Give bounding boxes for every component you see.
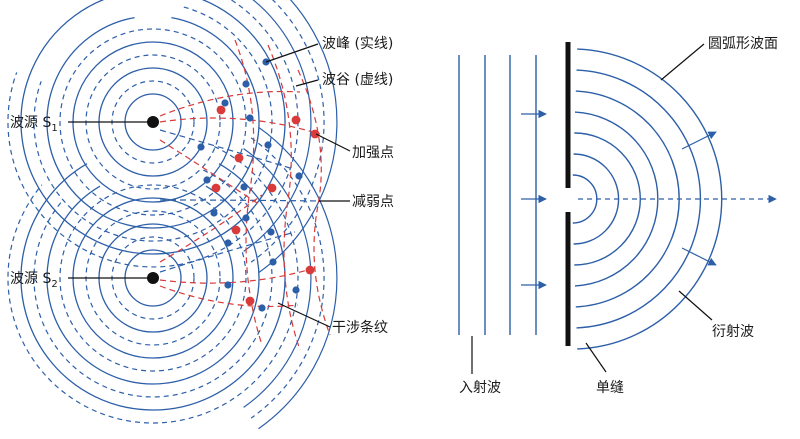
- diffracted-arc-4: [574, 111, 659, 287]
- trough-label: 波谷 (虚线): [322, 72, 393, 88]
- incident-arrows: [521, 109, 547, 290]
- destructive-point-15: [258, 304, 266, 312]
- fringe-curve-1: [159, 90, 301, 117]
- s2-trough-ring-5: [7, 146, 299, 424]
- destructive-point-7: [240, 183, 248, 191]
- fringe-curve-7: [159, 231, 296, 273]
- fringe-curve-6: [159, 194, 263, 263]
- destructive-point-16: [197, 143, 205, 151]
- source-s2-dot: [147, 272, 159, 284]
- incident-wavefronts: [458, 55, 537, 335]
- constructive-point-8: [216, 105, 226, 115]
- destructive-point-4: [246, 114, 254, 122]
- leader-constructive: [315, 133, 351, 152]
- s2-trough-ring-3: [59, 184, 247, 372]
- diffraction-panel: 圆弧形波面 衍射波 入射波 单缝: [458, 36, 778, 396]
- s2-outer-arc-1: [243, 148, 312, 408]
- s2-crest-ring-4: [46, 185, 260, 385]
- source-s2-label: 波源 S2: [10, 271, 58, 290]
- destructive-point-10: [224, 239, 232, 247]
- destructive-point-3: [221, 99, 229, 107]
- leader-slit: [585, 342, 607, 373]
- destructive-point-2: [242, 80, 250, 88]
- constructive-label: 加强点: [352, 145, 394, 161]
- destructive-point-5: [264, 141, 272, 149]
- fringe-label: 干涉条纹: [332, 319, 388, 336]
- destructive-point-6: [203, 176, 211, 184]
- interference-fringes: [159, 39, 331, 351]
- s2-outer-arc-3: [258, 126, 338, 430]
- s1-trough-ring-3: [59, 28, 247, 216]
- fringe-curve-3: [159, 129, 291, 169]
- fringe-curve-4: [159, 139, 261, 206]
- destructive-point-9: [267, 228, 275, 236]
- constructive-point-5: [231, 225, 241, 235]
- leader-trough: [295, 79, 319, 87]
- fringe-curve-5: [159, 199, 321, 202]
- source-s1-dot: [147, 116, 159, 128]
- interference-panel: 波源 S1 波源 S2 波峰 (实线) 波谷 (虚线) 加强点 减弱点 干涉条纹: [7, 0, 394, 430]
- diffraction-arrow-down: [681, 247, 717, 266]
- s1-crest-ring-4: [46, 16, 260, 229]
- constructive-point-1: [310, 129, 320, 139]
- intersection-points: [197, 58, 320, 312]
- slit-label: 单缝: [596, 380, 624, 396]
- destructive-point-12: [269, 258, 277, 266]
- destructive-point-17: [242, 214, 250, 222]
- leader-diffracted: [678, 290, 713, 321]
- constructive-point-9: [291, 115, 301, 125]
- destructive-point-14: [224, 281, 232, 289]
- constructive-point-2: [234, 153, 244, 163]
- s2-crest-ring-5: [20, 163, 286, 411]
- s1-outer-arc-2: [250, 0, 325, 263]
- diffraction-arrows: [578, 131, 777, 266]
- s1-outer-arc-1: [243, 0, 312, 252]
- fringe-curve-9: [159, 285, 299, 308]
- s1-outer-arc-3: [258, 0, 338, 274]
- leader-fringe: [277, 302, 331, 328]
- constructive-point-4: [267, 183, 277, 193]
- fringe-curve-8: [159, 267, 316, 284]
- constructive-point-7: [245, 296, 255, 306]
- fringe-curve-2: [159, 117, 321, 135]
- diffracted-arc-6: [576, 69, 702, 329]
- s2-outer-arc-2: [250, 137, 325, 419]
- s2-trough-ring-4: [33, 169, 273, 398]
- s1-trough-ring-4: [33, 6, 273, 242]
- destructive-point-11: [210, 209, 218, 217]
- constructive-point-3: [211, 183, 221, 193]
- wavefront-label: 圆弧形波面: [708, 36, 778, 52]
- diffraction-arrow-up: [681, 131, 717, 150]
- destructive-point-8: [295, 172, 303, 180]
- fringe-stripe-3: [297, 69, 331, 336]
- destructive-label: 减弱点: [352, 194, 394, 210]
- s1-trough-ring-5: [7, 0, 299, 268]
- constructive-point-6: [305, 265, 315, 275]
- diffracted-arc-1: [572, 174, 598, 224]
- destructive-point-13: [292, 286, 300, 294]
- s1-crest-ring-5: [20, 0, 286, 255]
- diffracted-arc-3: [574, 132, 641, 266]
- diffracted-arc-7: [577, 48, 723, 350]
- source-s1-label: 波源 S1: [10, 115, 58, 134]
- crest-label: 波峰 (实线): [322, 36, 393, 52]
- source-ripples: [7, 0, 338, 430]
- diffracted-wave-label: 衍射波: [712, 324, 754, 340]
- leader-crest: [265, 43, 319, 63]
- leader-wavefront: [660, 43, 705, 81]
- incident-wave-label: 入射波: [459, 380, 501, 396]
- fringe-stripe-2: [267, 44, 301, 351]
